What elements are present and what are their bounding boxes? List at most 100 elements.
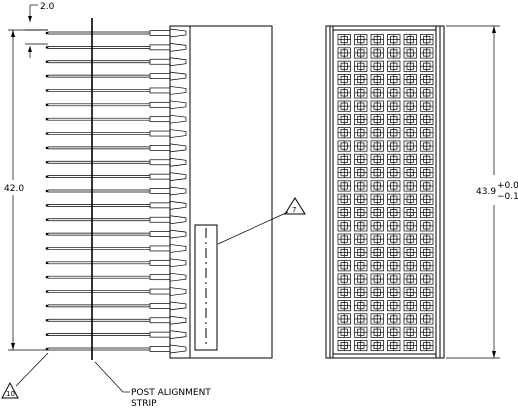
contact-cell <box>387 313 401 325</box>
contact-cell <box>337 127 351 139</box>
contact-cell <box>370 167 384 179</box>
contact-cell <box>370 60 384 72</box>
pin <box>45 172 187 181</box>
contact-cell <box>403 207 417 219</box>
pin <box>45 301 187 311</box>
contact-cell <box>354 113 368 125</box>
contact-cell <box>354 180 368 192</box>
contact-cell <box>370 340 384 352</box>
pitch-dimension-label: 2.0 <box>40 2 55 12</box>
note-10-label: 10 <box>6 390 15 398</box>
contact-cell <box>387 87 401 99</box>
contact-cell <box>337 233 351 245</box>
contact-cell <box>370 326 384 338</box>
overall-dimension-label: 43.9 <box>476 187 496 197</box>
contact-cell <box>387 100 401 112</box>
contact-cell <box>387 193 401 205</box>
contact-cell <box>387 113 401 125</box>
contact-cell <box>337 273 351 285</box>
pin <box>45 71 187 81</box>
contact-cell <box>403 74 417 86</box>
contact-cell <box>370 193 384 205</box>
pin <box>45 100 187 110</box>
pin <box>45 157 187 167</box>
contact-cell <box>370 74 384 86</box>
contact-cell <box>387 260 401 272</box>
contact-cell <box>337 60 351 72</box>
height-dimension: 42.0 <box>4 29 48 351</box>
contact-cell <box>354 140 368 152</box>
contact-cell <box>387 340 401 352</box>
contact-cell <box>387 273 401 285</box>
contact-cell <box>337 326 351 338</box>
pin <box>45 57 187 67</box>
pin <box>45 315 187 325</box>
contact-cell <box>354 260 368 272</box>
contact-cell <box>403 233 417 245</box>
contact-cell <box>370 153 384 165</box>
contact-cell <box>354 300 368 312</box>
contact-cell <box>420 300 434 312</box>
contact-cell <box>403 286 417 298</box>
contact-cell <box>337 74 351 86</box>
contact-cell <box>354 153 368 165</box>
contact-cell <box>420 286 434 298</box>
note-7-window <box>194 224 218 351</box>
contact-cell <box>420 47 434 59</box>
pin <box>45 287 187 296</box>
contact-cell <box>370 260 384 272</box>
contact-cell <box>420 326 434 338</box>
contact-cell <box>370 34 384 46</box>
pin <box>45 114 187 124</box>
contact-cell <box>337 340 351 352</box>
contact-cell <box>337 180 351 192</box>
contact-cell <box>370 286 384 298</box>
contact-cell <box>420 260 434 272</box>
contact-cell <box>420 87 434 99</box>
contact-cell <box>387 180 401 192</box>
contact-cell <box>354 34 368 46</box>
contact-cell <box>403 246 417 258</box>
contact-cell <box>370 313 384 325</box>
contact-cell <box>337 246 351 258</box>
contact-cell <box>337 220 351 232</box>
contact-cell <box>337 207 351 219</box>
contact-cell <box>420 207 434 219</box>
contact-cell <box>370 180 384 192</box>
contact-cell <box>403 180 417 192</box>
contact-cell <box>337 300 351 312</box>
pin <box>45 258 187 268</box>
contact-cell <box>420 180 434 192</box>
contact-cell <box>420 246 434 258</box>
overall-dimension: 43.9 +0.0 −0.1 <box>446 25 518 359</box>
contact-cell <box>403 340 417 352</box>
pin <box>45 43 187 52</box>
contact-cell <box>420 340 434 352</box>
side-view <box>45 18 273 360</box>
pin <box>45 201 187 210</box>
note-7-label: 7 <box>292 206 296 214</box>
note-7-callout: 7 <box>217 197 306 245</box>
pin <box>45 229 187 239</box>
contact-cell <box>370 246 384 258</box>
contact-cell <box>370 220 384 232</box>
contact-cell <box>403 153 417 165</box>
pin <box>45 143 187 153</box>
contact-cell <box>337 193 351 205</box>
contact-cell <box>420 140 434 152</box>
contact-cell <box>387 246 401 258</box>
contact-cell <box>354 127 368 139</box>
contact-cell <box>420 60 434 72</box>
contact-cell <box>387 127 401 139</box>
pin <box>45 330 187 339</box>
overall-tolerance-minus: −0.1 <box>497 192 518 202</box>
contact-cell <box>403 300 417 312</box>
contact-cell <box>403 313 417 325</box>
contact-cell <box>403 113 417 125</box>
contact-cell <box>420 313 434 325</box>
contact-cell <box>354 273 368 285</box>
contact-cell <box>354 167 368 179</box>
contact-cell <box>354 340 368 352</box>
contact-cell <box>370 47 384 59</box>
